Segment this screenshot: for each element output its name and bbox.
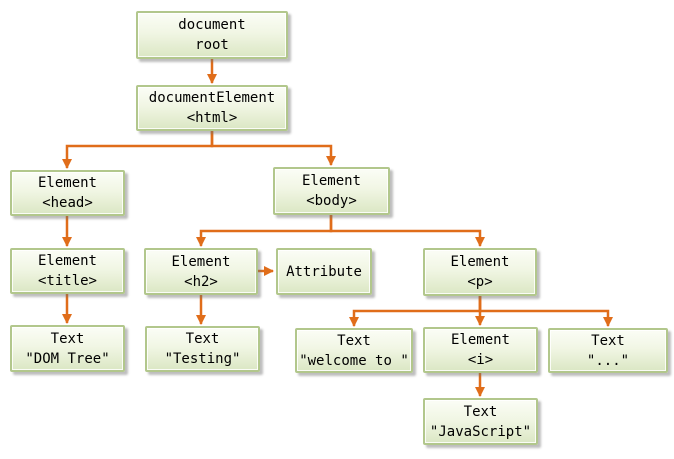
node-label: Element (450, 332, 510, 348)
node-label: <head> (42, 195, 93, 211)
node-label: documentElement (148, 90, 276, 106)
node-label: Text (463, 403, 498, 420)
node-element-h2: Element <h2> (144, 248, 258, 295)
node-label: "DOM Tree" (25, 350, 110, 367)
node-label: "JavaScript" (429, 423, 532, 440)
node-label: root (195, 37, 229, 53)
edge-element-body-to-element-p (329, 215, 485, 247)
node-attribute: Attribute (276, 248, 372, 295)
node-text-javascript: Text "JavaScript" (423, 398, 538, 445)
node-text-testing: Text "Testing" (145, 326, 260, 372)
node-label: <body> (306, 193, 357, 209)
node-element-body: Element <body> (273, 167, 390, 215)
edge-document-element-to-element-body (210, 131, 336, 166)
node-label: Element (37, 253, 97, 269)
node-label: Text (337, 332, 371, 349)
node-element-title: Element <title> (10, 248, 125, 294)
edge-element-p-to-text-welcome-to (349, 296, 482, 327)
node-label: Text (185, 331, 220, 347)
node-label: <html> (186, 110, 238, 126)
node-label: <title> (37, 273, 97, 289)
edge-document-element-to-element-head (62, 131, 214, 169)
node-label: "Testing" (164, 351, 241, 367)
node-text-ellipsis: Text "..." (548, 328, 668, 373)
node-text-dom-tree: Text "DOM Tree" (10, 325, 125, 372)
node-label: Attribute (286, 263, 362, 280)
node-document-element: documentElement <html> (136, 85, 288, 131)
node-label: document (178, 17, 246, 33)
node-label: Element (301, 173, 361, 189)
node-element-p: Element <p> (423, 248, 537, 296)
node-label: <i> (467, 352, 494, 368)
node-label: Text (50, 330, 85, 347)
node-label: <p> (467, 274, 493, 290)
node-text-welcome-to: Text "welcome to " (295, 328, 413, 373)
node-element-i: Element <i> (423, 327, 538, 373)
node-document-root: document root (136, 11, 288, 59)
node-label: "..." (586, 352, 630, 369)
node-label: "welcome to " (299, 352, 409, 369)
node-label: Text (591, 332, 625, 349)
node-label: Element (37, 175, 97, 191)
edge-element-p-to-text-ellipsis (478, 296, 613, 327)
node-element-head: Element <head> (10, 170, 125, 216)
edge-element-body-to-element-h2 (196, 215, 333, 247)
node-label: <h2> (184, 273, 218, 290)
node-label: Element (450, 254, 510, 270)
node-label: Element (171, 253, 231, 270)
